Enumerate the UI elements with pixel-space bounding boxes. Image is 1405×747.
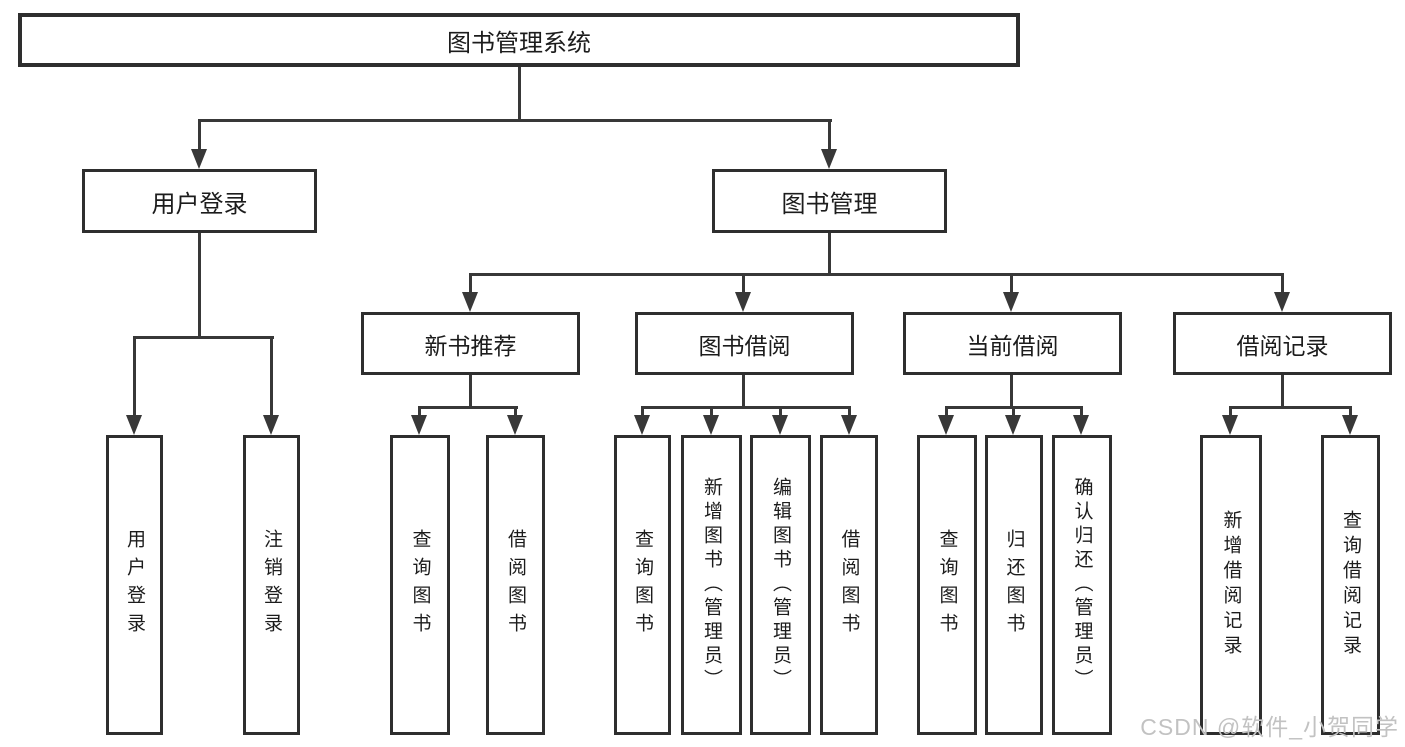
node-user-login: 用户登录 <box>82 169 317 233</box>
edge-line <box>469 273 472 297</box>
edge-line <box>945 406 948 420</box>
leaf-label: 查询借阅记录 <box>1340 510 1361 660</box>
edge-line <box>1012 406 1015 420</box>
leaf-query-books-borrow: 查询图书 <box>614 435 671 735</box>
edge-line <box>1349 406 1352 420</box>
leaf-label: 查询图书 <box>409 529 431 641</box>
leaf-return-books: 归还图书 <box>985 435 1043 735</box>
edge-arrow <box>1222 415 1238 435</box>
node-current-borrowing: 当前借阅 <box>903 312 1122 375</box>
leaf-logout-login: 注销登录 <box>243 435 300 735</box>
edge-arrow <box>1342 415 1358 435</box>
edge-line <box>828 233 831 276</box>
leaf-label: 借阅图书 <box>838 529 860 641</box>
leaf-confirm-return-admin: 确认归还（管理员） <box>1052 435 1112 735</box>
leaf-label: 新增借阅记录 <box>1220 510 1242 660</box>
edge-line <box>641 406 851 409</box>
node-book-borrowing: 图书借阅 <box>635 312 854 375</box>
leaf-label: 借阅图书 <box>505 529 526 641</box>
leaf-borrow-books-borrow: 借阅图书 <box>820 435 878 735</box>
edge-line <box>270 336 273 420</box>
edge-line <box>1010 273 1013 297</box>
node-borrow-records: 借阅记录 <box>1173 312 1392 375</box>
edge-arrow <box>735 292 751 312</box>
edge-arrow <box>1274 292 1290 312</box>
node-label: 新书推荐 <box>424 332 517 359</box>
leaf-label: 确认归还（管理员） <box>1071 477 1093 693</box>
leaf-add-books-admin: 新增图书（管理员） <box>681 435 742 735</box>
edge-line <box>828 119 831 153</box>
edge-line <box>779 406 782 420</box>
edge-arrow <box>462 292 478 312</box>
edge-line <box>742 375 745 409</box>
edge-arrow <box>938 415 954 435</box>
edge-arrow <box>263 415 279 435</box>
edge-line <box>641 406 644 420</box>
edge-line <box>1281 273 1284 297</box>
leaf-label: 用户登录 <box>124 529 145 641</box>
edge-line <box>133 336 274 339</box>
node-book-management: 图书管理 <box>712 169 947 233</box>
edge-line <box>133 336 136 420</box>
leaf-edit-books-admin: 编辑图书（管理员） <box>750 435 811 735</box>
node-new-book-recommend: 新书推荐 <box>361 312 580 375</box>
node-label: 借阅记录 <box>1236 332 1329 359</box>
csdn-watermark: CSDN @软件_小贺同学 <box>1140 714 1399 740</box>
edge-arrow <box>411 415 427 435</box>
edge-arrow <box>126 415 142 435</box>
edge-line <box>514 406 517 420</box>
node-label: 用户登录 <box>151 190 248 218</box>
edge-line <box>1080 406 1083 420</box>
edge-line <box>848 406 851 420</box>
node-label: 当前借阅 <box>966 332 1059 359</box>
leaf-label: 查询图书 <box>632 529 653 641</box>
leaf-label: 新增图书（管理员） <box>701 477 722 693</box>
edge-line <box>518 67 521 119</box>
leaf-add-borrow-record: 新增借阅记录 <box>1200 435 1262 735</box>
edge-line <box>418 406 421 420</box>
node-label: 图书管理 <box>781 190 878 218</box>
leaf-borrow-books-recommend: 借阅图书 <box>486 435 545 735</box>
leaf-label: 注销登录 <box>261 529 282 641</box>
edge-arrow <box>841 415 857 435</box>
edge-arrow <box>1073 415 1089 435</box>
edge-line <box>469 375 472 409</box>
edge-arrow <box>821 149 837 169</box>
edge-line <box>198 233 201 339</box>
edge-line <box>1010 375 1013 409</box>
edge-line <box>1229 406 1232 420</box>
leaf-label: 查询图书 <box>936 529 958 641</box>
leaf-query-books-recommend: 查询图书 <box>390 435 450 735</box>
edge-arrow <box>703 415 719 435</box>
edge-arrow <box>507 415 523 435</box>
node-system-root: 图书管理系统 <box>18 13 1020 67</box>
node-label: 图书管理系统 <box>447 29 591 57</box>
edge-arrow <box>191 149 207 169</box>
edge-line <box>1229 406 1351 409</box>
leaf-query-books-current: 查询图书 <box>917 435 977 735</box>
edge-line <box>418 406 518 409</box>
edge-arrow <box>1003 292 1019 312</box>
edge-line <box>198 119 832 122</box>
leaf-user-login: 用户登录 <box>106 435 163 735</box>
edge-line <box>469 273 1284 276</box>
edge-line <box>1281 375 1284 409</box>
edge-line <box>742 273 745 297</box>
leaf-query-borrow-record: 查询借阅记录 <box>1321 435 1380 735</box>
edge-line <box>710 406 713 420</box>
leaf-label: 编辑图书（管理员） <box>770 477 791 693</box>
leaf-label: 归还图书 <box>1003 529 1025 641</box>
edge-arrow <box>772 415 788 435</box>
edge-arrow <box>634 415 650 435</box>
edge-line <box>198 119 201 153</box>
node-label: 图书借阅 <box>698 332 791 359</box>
edge-arrow <box>1005 415 1021 435</box>
